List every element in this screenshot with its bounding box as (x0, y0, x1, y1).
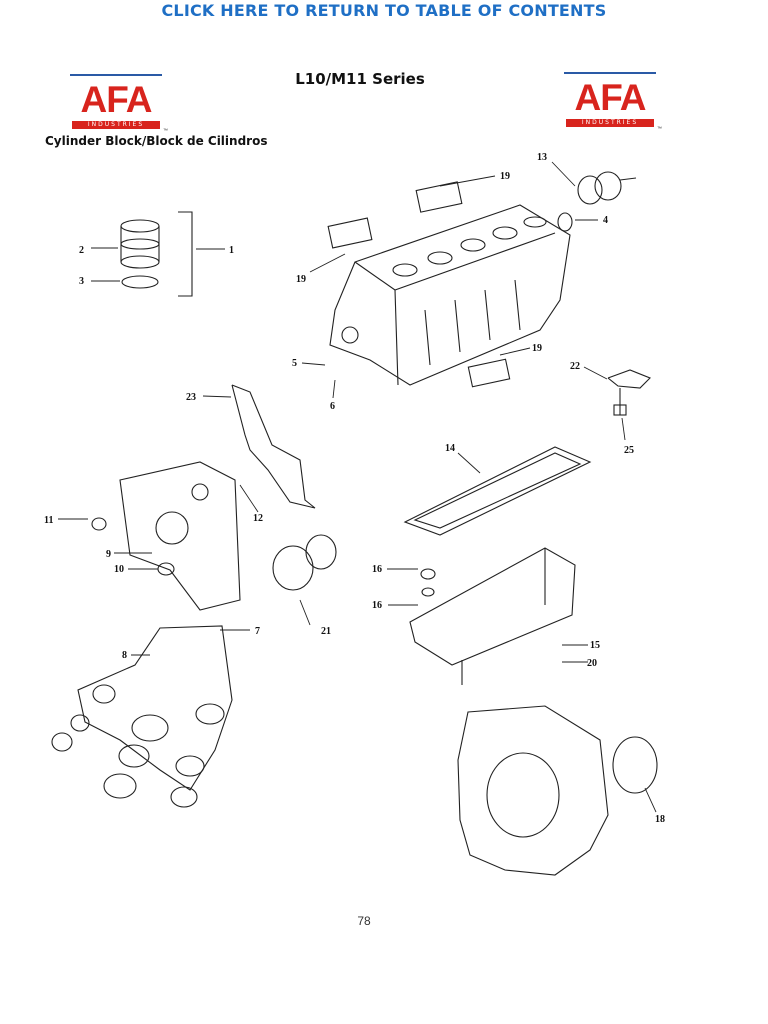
callout-19-right: 19 (532, 343, 542, 354)
callout-4: 4 (603, 215, 608, 226)
gear-housing-drawing (91, 461, 241, 611)
logo-tagline: INDUSTRIES (72, 121, 160, 129)
gasket-23-drawing (231, 384, 316, 509)
callout-12: 12 (253, 513, 263, 524)
section-subtitle: Cylinder Block/Block de Cilindros (45, 134, 268, 148)
logo-trademark: ™ (163, 128, 168, 134)
oil-pan-drawing (409, 547, 576, 685)
callout-19-top: 19 (500, 171, 510, 182)
callout-10: 10 (114, 564, 124, 575)
cover-plate-drawing (272, 545, 314, 591)
logo-text: AFA (574, 77, 647, 118)
callout-8: 8 (122, 650, 127, 661)
callout-22: 22 (570, 361, 580, 372)
return-to-toc-link[interactable]: CLICK HERE TO RETURN TO TABLE OF CONTENT… (161, 1, 607, 20)
callout-3: 3 (79, 276, 84, 287)
gear-cover-drawing (51, 625, 233, 808)
callout-2: 2 (79, 245, 84, 256)
flywheel-housing-drawing (457, 705, 658, 876)
afa-logo-left: AFA INDUSTRIES ™ (70, 74, 168, 136)
callout-19-left: 19 (296, 274, 306, 285)
callout-16-lower: 16 (372, 600, 382, 611)
callout-7: 7 (255, 626, 260, 637)
series-title: L10/M11 Series (295, 70, 425, 88)
logo-bar (70, 74, 162, 76)
callout-20: 20 (587, 658, 597, 669)
callout-14: 14 (445, 443, 455, 454)
logo-bar (564, 72, 656, 74)
cylinder-liner-drawing (120, 211, 193, 297)
logo-trademark: ™ (657, 126, 662, 132)
bracket-drawing (607, 369, 651, 416)
logo-text: AFA (80, 79, 153, 120)
callout-5: 5 (292, 358, 297, 369)
rear-seal-drawing (557, 171, 637, 232)
oil-pan-gasket-drawing (403, 446, 592, 536)
callout-1: 1 (229, 245, 234, 256)
callout-23: 23 (186, 392, 196, 403)
callout-13: 13 (537, 152, 547, 163)
callout-15: 15 (590, 640, 600, 651)
cylinder-block-drawing (327, 181, 571, 388)
callout-labels: 1 2 3 4 5 6 7 8 9 10 11 12 13 14 15 16 1… (44, 152, 665, 825)
callout-25: 25 (624, 445, 634, 456)
callout-16-upper: 16 (372, 564, 382, 575)
afa-logo-right: AFA INDUSTRIES ™ (564, 72, 662, 134)
page-number: 78 (357, 914, 371, 928)
callout-21: 21 (321, 626, 331, 637)
callout-9: 9 (106, 549, 111, 560)
logo-tagline: INDUSTRIES (566, 119, 654, 127)
callout-6: 6 (330, 401, 335, 412)
callout-18: 18 (655, 814, 665, 825)
callout-11: 11 (44, 515, 53, 526)
